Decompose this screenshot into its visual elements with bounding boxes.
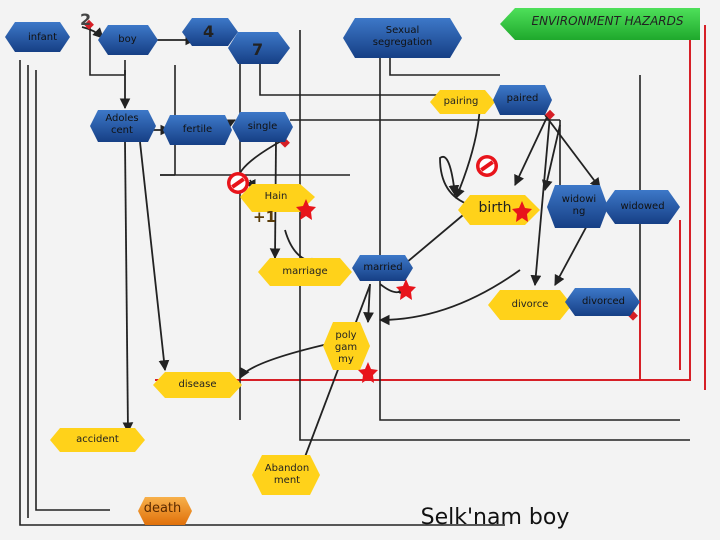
star-icon <box>358 362 378 383</box>
footer-title: Selk'nam boy <box>420 505 570 530</box>
box-4-shape <box>182 18 238 46</box>
node-married[interactable]: married <box>363 262 403 273</box>
accident-shape <box>50 428 145 452</box>
node-death[interactable]: death <box>143 501 182 516</box>
node-widowing[interactable]: widowi ng <box>561 194 597 217</box>
node-abandonment[interactable]: Abandon ment <box>264 463 310 486</box>
prohibition-sign-icon <box>227 172 249 194</box>
environment-hazards-shape <box>500 8 700 40</box>
number-label: 2 <box>80 10 92 29</box>
adolescent-shape <box>90 110 156 142</box>
node-widowed[interactable]: widowed <box>620 201 665 212</box>
fertile-shape <box>163 115 232 145</box>
polygamy-shape <box>323 322 370 370</box>
widowed-shape <box>603 190 680 224</box>
node-birth[interactable]: birth <box>478 200 512 216</box>
diamond-connector <box>545 109 555 120</box>
abandonment-shape <box>252 455 320 495</box>
prohibition-sign-icon <box>476 155 498 177</box>
node-boy[interactable]: boy <box>118 34 137 45</box>
boy-shape <box>98 25 158 55</box>
sexual-segregation-shape <box>343 18 462 58</box>
star-icon <box>512 201 532 222</box>
node-hain[interactable]: Hain <box>264 191 288 202</box>
node-pairing[interactable]: pairing <box>443 96 479 107</box>
node-fertile[interactable]: fertile <box>182 124 213 135</box>
single-shape <box>232 112 293 142</box>
plus-one-label: +1 <box>253 208 277 226</box>
node-accident[interactable]: accident <box>76 434 119 445</box>
death-shape <box>138 497 192 525</box>
edge-lines <box>19 25 690 526</box>
node-sexual-segregation[interactable]: Sexual segregation <box>372 25 433 48</box>
node-polygamy[interactable]: poly gam my <box>334 330 358 365</box>
box-7-shape <box>228 32 290 64</box>
number-label: 7 <box>252 40 264 59</box>
infant-shape <box>5 22 70 52</box>
paired-shape <box>493 85 552 115</box>
divorced-shape <box>565 288 640 316</box>
marriage-shape <box>258 258 352 286</box>
pairing-shape <box>430 90 495 114</box>
widowing-shape <box>547 185 608 228</box>
node-infant[interactable]: infant <box>27 32 58 43</box>
node-divorced[interactable]: divorced <box>581 296 626 307</box>
married-shape <box>352 255 413 281</box>
node-environment-hazards[interactable]: ENVIRONMENT HAZARDS <box>531 14 684 28</box>
node-divorce[interactable]: divorce <box>511 299 549 310</box>
arrow-edges <box>81 26 636 472</box>
star-icon <box>296 199 316 220</box>
divorce-shape <box>488 290 572 320</box>
hain-shape <box>240 184 315 212</box>
node-adolescent[interactable]: Adoles cent <box>105 113 139 136</box>
number-label: 4 <box>203 22 215 41</box>
node-single[interactable]: single <box>247 121 278 132</box>
node-disease[interactable]: disease <box>178 379 217 390</box>
star-icon <box>396 279 416 300</box>
node-marriage[interactable]: marriage <box>282 266 328 277</box>
disease-shape <box>153 372 242 398</box>
node-paired[interactable]: paired <box>506 93 539 104</box>
